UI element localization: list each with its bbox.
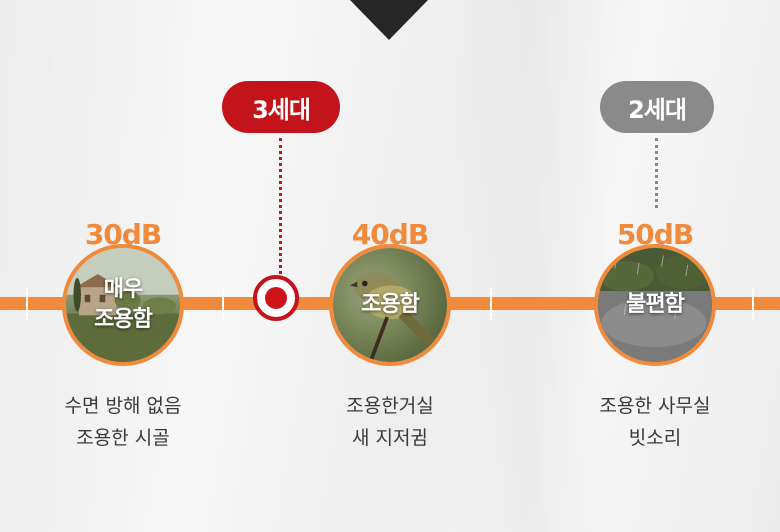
level-50db-title: 불편함 <box>626 292 685 317</box>
level-30db-title: 매우 조용함 <box>94 277 153 332</box>
level-50db-description: 조용한 사무실 빗소리 <box>599 395 711 449</box>
scale-tick <box>222 288 224 320</box>
level-40db-title: 조용함 <box>361 292 420 317</box>
gen2-dotted-line <box>655 138 658 208</box>
level-40db-circle: 조용함 <box>329 244 451 366</box>
down-arrow-icon <box>350 0 428 40</box>
bird-on-branch-image <box>333 248 447 362</box>
gen2-badge: 2세대 <box>600 81 714 133</box>
gen3-dotted-line <box>279 138 282 274</box>
level-50db-circle: 불편함 <box>594 244 716 366</box>
background-shade <box>450 0 610 532</box>
gen3-position-marker <box>253 275 299 321</box>
marker-dot <box>265 287 287 309</box>
gen3-badge: 3세대 <box>222 81 340 133</box>
scale-tick <box>752 288 754 320</box>
countryside-villa-image <box>66 248 180 362</box>
rain-image <box>598 248 712 362</box>
scale-tick <box>490 288 492 320</box>
level-30db-description: 수면 방해 없음 조용한 시골 <box>64 395 182 449</box>
level-30db-circle: 매우 조용함 <box>62 244 184 366</box>
scale-tick <box>26 288 28 320</box>
level-40db-description: 조용한거실 새 지저귐 <box>346 395 434 449</box>
